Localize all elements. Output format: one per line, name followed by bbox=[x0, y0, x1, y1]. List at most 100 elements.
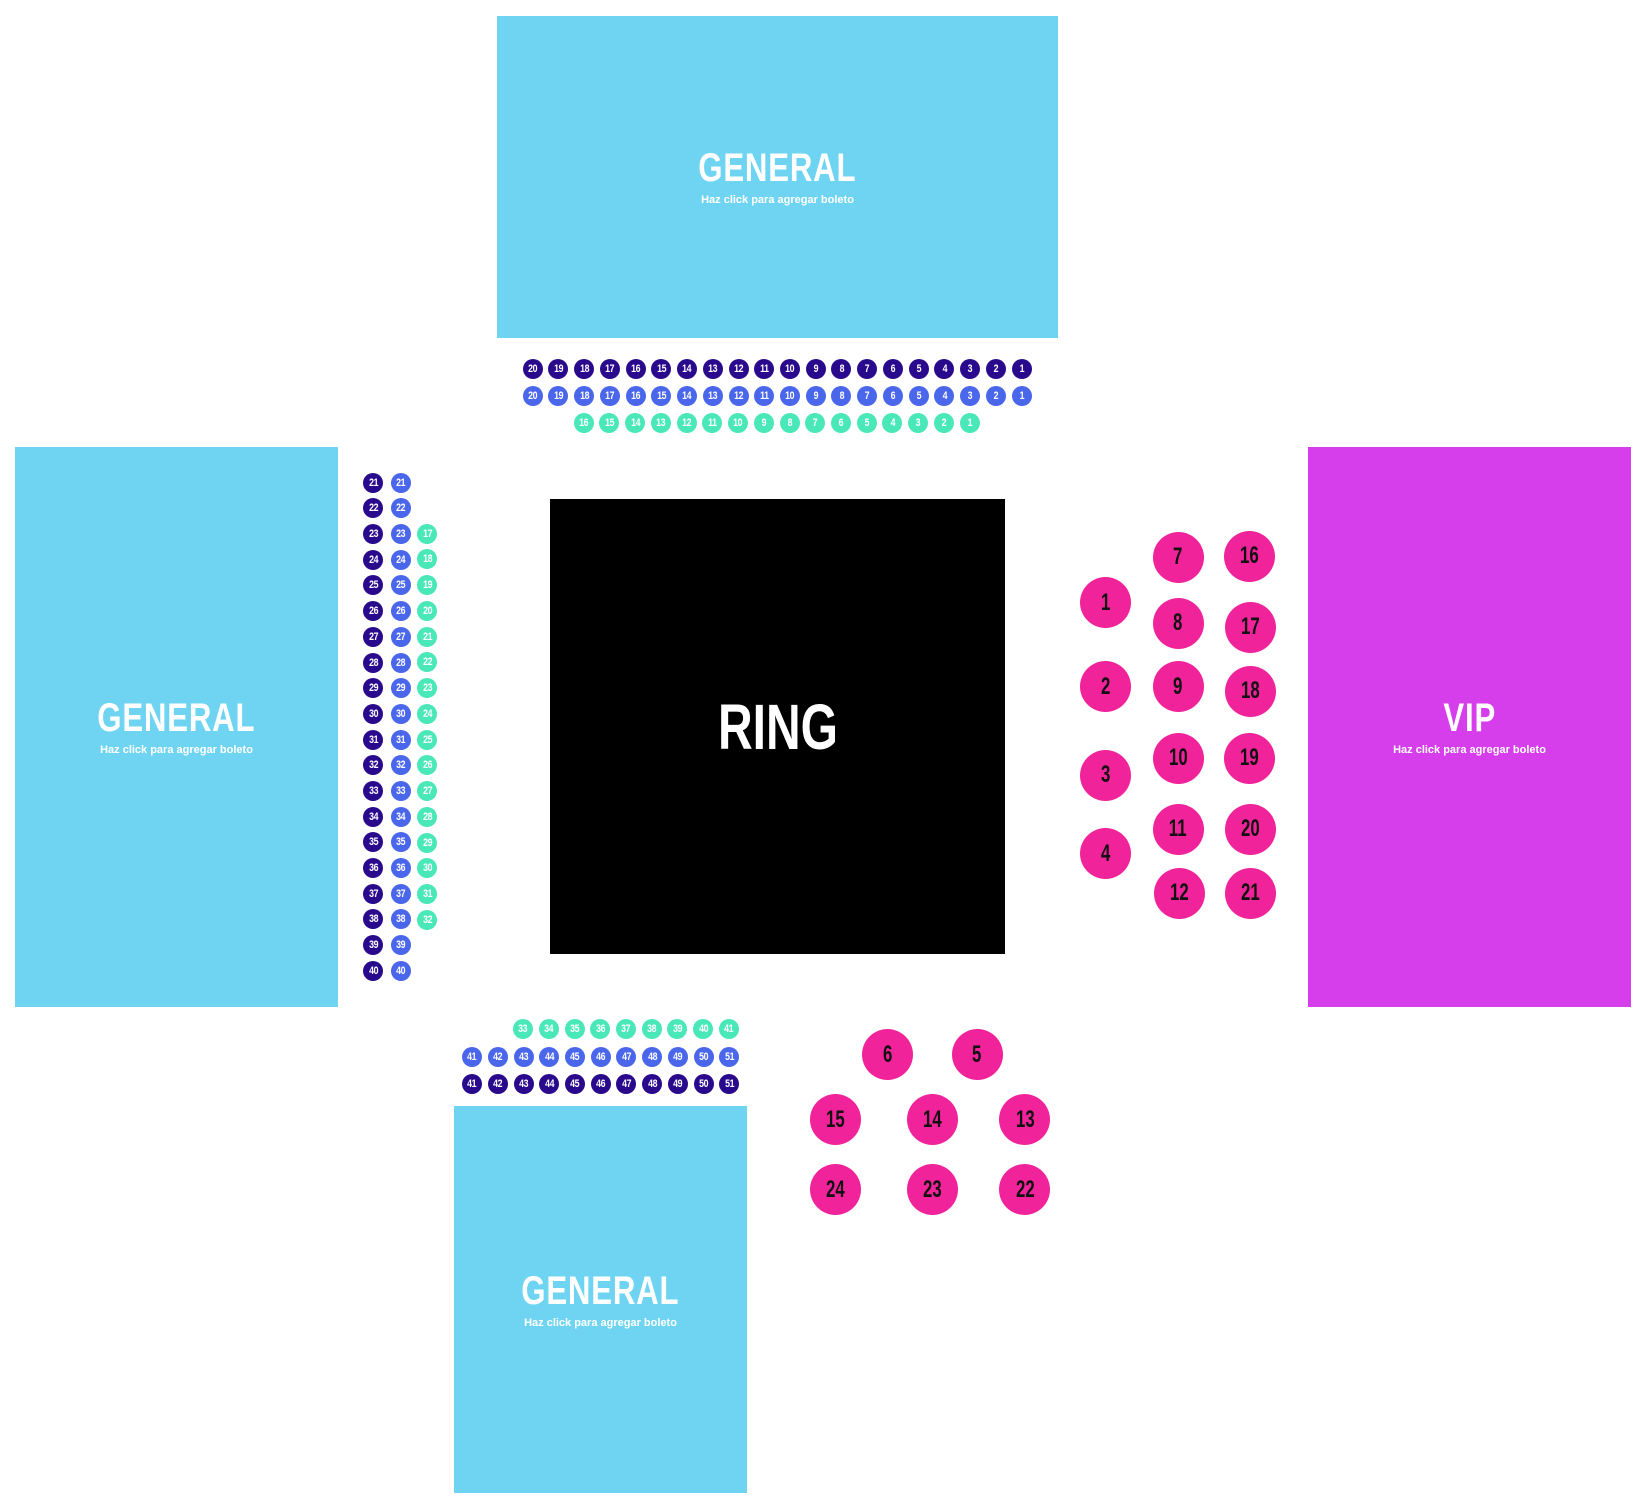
seat-left-dark[interactable]: 22 bbox=[363, 498, 384, 519]
seat-top-dark[interactable]: 18 bbox=[574, 358, 595, 379]
seat-left-green[interactable]: 19 bbox=[417, 575, 438, 596]
vip-table[interactable]: 5 bbox=[951, 1029, 1003, 1081]
seat-top-green[interactable]: 1 bbox=[959, 413, 980, 434]
seat-bottom-green[interactable]: 37 bbox=[616, 1019, 637, 1040]
vip-table[interactable]: 17 bbox=[1224, 601, 1276, 653]
seat-left-blue[interactable]: 32 bbox=[390, 755, 411, 776]
vip-table[interactable]: 3 bbox=[1080, 749, 1132, 801]
seat-top-blue[interactable]: 1 bbox=[1011, 385, 1032, 406]
seat-left-green[interactable]: 17 bbox=[417, 523, 438, 544]
seat-top-dark[interactable]: 2 bbox=[985, 358, 1006, 379]
seat-left-dark[interactable]: 30 bbox=[363, 703, 384, 724]
seat-bottom-blue[interactable]: 44 bbox=[539, 1046, 560, 1067]
seat-left-dark[interactable]: 26 bbox=[363, 601, 384, 622]
seat-left-dark[interactable]: 35 bbox=[363, 832, 384, 853]
seat-top-blue[interactable]: 15 bbox=[651, 385, 672, 406]
seat-top-green[interactable]: 12 bbox=[676, 413, 697, 434]
seat-bottom-blue[interactable]: 45 bbox=[564, 1046, 585, 1067]
seat-bottom-blue[interactable]: 48 bbox=[642, 1046, 663, 1067]
seat-bottom-dark[interactable]: 49 bbox=[667, 1074, 688, 1095]
seat-bottom-green[interactable]: 40 bbox=[693, 1019, 714, 1040]
seat-top-blue[interactable]: 10 bbox=[779, 385, 800, 406]
seat-top-blue[interactable]: 5 bbox=[908, 385, 929, 406]
vip-table[interactable]: 22 bbox=[999, 1164, 1051, 1216]
seat-top-green[interactable]: 14 bbox=[625, 413, 646, 434]
vip-table[interactable]: 10 bbox=[1152, 732, 1204, 784]
seat-top-dark[interactable]: 3 bbox=[960, 358, 981, 379]
vip-table[interactable]: 13 bbox=[999, 1094, 1051, 1146]
seat-top-dark[interactable]: 14 bbox=[677, 358, 698, 379]
seat-top-blue[interactable]: 2 bbox=[985, 385, 1006, 406]
seat-left-dark[interactable]: 33 bbox=[363, 780, 384, 801]
seat-top-green[interactable]: 3 bbox=[908, 413, 929, 434]
seat-left-blue[interactable]: 37 bbox=[390, 883, 411, 904]
seat-left-green[interactable]: 29 bbox=[417, 832, 438, 853]
seat-left-blue[interactable]: 35 bbox=[390, 832, 411, 853]
seat-top-green[interactable]: 10 bbox=[728, 413, 749, 434]
seat-top-blue[interactable]: 13 bbox=[702, 385, 723, 406]
vip-table[interactable]: 12 bbox=[1153, 867, 1205, 919]
seat-bottom-green[interactable]: 36 bbox=[590, 1019, 611, 1040]
seat-bottom-blue[interactable]: 46 bbox=[590, 1046, 611, 1067]
seat-left-blue[interactable]: 25 bbox=[390, 575, 411, 596]
seat-bottom-dark[interactable]: 43 bbox=[513, 1074, 534, 1095]
seat-left-green[interactable]: 23 bbox=[417, 678, 438, 699]
seat-left-green[interactable]: 21 bbox=[417, 626, 438, 647]
seat-top-green[interactable]: 2 bbox=[933, 413, 954, 434]
seat-bottom-blue[interactable]: 47 bbox=[616, 1046, 637, 1067]
seat-left-blue[interactable]: 23 bbox=[390, 524, 411, 545]
seat-left-green[interactable]: 18 bbox=[417, 549, 438, 570]
seat-left-green[interactable]: 20 bbox=[417, 600, 438, 621]
vip-table[interactable]: 24 bbox=[810, 1164, 862, 1216]
seat-bottom-dark[interactable]: 47 bbox=[616, 1074, 637, 1095]
seat-top-blue[interactable]: 14 bbox=[677, 385, 698, 406]
seat-left-green[interactable]: 26 bbox=[417, 755, 438, 776]
seat-top-blue[interactable]: 3 bbox=[960, 385, 981, 406]
seat-bottom-blue[interactable]: 49 bbox=[667, 1046, 688, 1067]
seat-top-green[interactable]: 11 bbox=[702, 413, 723, 434]
seat-left-dark[interactable]: 21 bbox=[363, 472, 384, 493]
seat-bottom-dark[interactable]: 45 bbox=[564, 1074, 585, 1095]
seat-left-blue[interactable]: 36 bbox=[390, 858, 411, 879]
seat-left-dark[interactable]: 29 bbox=[363, 678, 384, 699]
seat-top-blue[interactable]: 20 bbox=[522, 385, 543, 406]
seat-bottom-green[interactable]: 33 bbox=[513, 1019, 534, 1040]
seat-left-green[interactable]: 22 bbox=[417, 652, 438, 673]
seat-top-green[interactable]: 8 bbox=[779, 413, 800, 434]
seat-left-dark[interactable]: 27 bbox=[363, 626, 384, 647]
seat-left-blue[interactable]: 27 bbox=[390, 626, 411, 647]
vip-table[interactable]: 7 bbox=[1152, 531, 1204, 583]
seat-top-dark[interactable]: 13 bbox=[702, 358, 723, 379]
seat-left-blue[interactable]: 24 bbox=[390, 549, 411, 570]
seat-top-blue[interactable]: 12 bbox=[728, 385, 749, 406]
seat-left-blue[interactable]: 22 bbox=[390, 498, 411, 519]
seat-top-dark[interactable]: 10 bbox=[779, 358, 800, 379]
vip-table[interactable]: 2 bbox=[1080, 661, 1132, 713]
seat-left-green[interactable]: 28 bbox=[417, 806, 438, 827]
seat-left-green[interactable]: 32 bbox=[417, 909, 438, 930]
seat-top-green[interactable]: 6 bbox=[831, 413, 851, 434]
seat-top-dark[interactable]: 9 bbox=[805, 358, 826, 379]
seat-bottom-dark[interactable]: 50 bbox=[693, 1074, 714, 1095]
seat-bottom-green[interactable]: 39 bbox=[667, 1019, 688, 1040]
seat-left-dark[interactable]: 24 bbox=[363, 549, 384, 570]
seat-left-blue[interactable]: 26 bbox=[390, 601, 411, 622]
seat-left-blue[interactable]: 39 bbox=[390, 935, 411, 956]
seat-bottom-green[interactable]: 35 bbox=[564, 1019, 585, 1040]
seat-left-dark[interactable]: 32 bbox=[363, 755, 384, 776]
seat-top-dark[interactable]: 15 bbox=[651, 358, 672, 379]
vip-table[interactable]: 11 bbox=[1152, 803, 1204, 855]
seat-bottom-dark[interactable]: 44 bbox=[539, 1074, 560, 1095]
seat-top-green[interactable]: 9 bbox=[753, 413, 774, 434]
vip-table[interactable]: 21 bbox=[1224, 867, 1276, 919]
vip-table[interactable]: 4 bbox=[1080, 828, 1132, 880]
seat-left-dark[interactable]: 38 bbox=[363, 909, 384, 930]
seat-top-dark[interactable]: 17 bbox=[599, 358, 620, 379]
seat-left-green[interactable]: 30 bbox=[417, 858, 438, 879]
seat-left-green[interactable]: 25 bbox=[417, 729, 438, 750]
seat-top-dark[interactable]: 5 bbox=[908, 358, 929, 379]
vip-table[interactable]: 15 bbox=[810, 1094, 862, 1146]
seat-bottom-dark[interactable]: 41 bbox=[462, 1074, 483, 1095]
seat-top-dark[interactable]: 8 bbox=[831, 358, 852, 379]
seat-left-dark[interactable]: 34 bbox=[363, 806, 384, 827]
